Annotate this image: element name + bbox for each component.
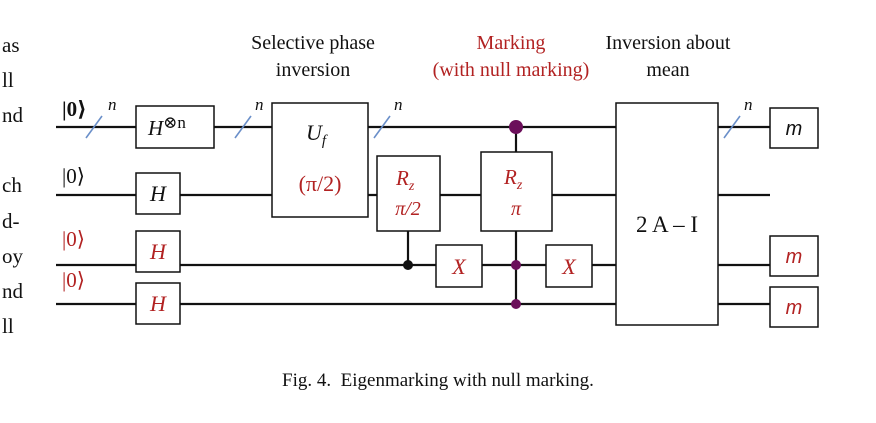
- h-gate-label: H: [149, 181, 167, 206]
- header-marking-line2: (with null marking): [433, 59, 590, 81]
- diffusion-gate: 2 A – I: [615, 102, 719, 326]
- svg-text:Rz: Rz: [395, 166, 415, 194]
- rz1-name: R: [395, 166, 409, 190]
- bus-label: n: [394, 95, 403, 114]
- header-selective-phase-line2: inversion: [276, 59, 350, 81]
- margin-line: oy: [2, 244, 24, 268]
- measure-label: m: [786, 297, 803, 319]
- uf-arg: (π/2): [299, 171, 342, 196]
- h-gate-label: H: [149, 291, 167, 316]
- input-label-bus: |0⟩: [62, 97, 87, 121]
- bus-slash: [373, 115, 391, 139]
- svg-text:Rz: Rz: [503, 165, 523, 193]
- h-tensor-base: H: [147, 116, 165, 140]
- margin-line: ch: [2, 173, 22, 197]
- input-label-wire4: |0⟩: [62, 268, 85, 292]
- input-label-wire3: |0⟩: [62, 227, 85, 251]
- uf-sub: f: [322, 133, 328, 149]
- measure-wire3: m: [769, 235, 819, 277]
- control-dot-wire3: [511, 260, 521, 270]
- margin-text: as ll nd ch d- oy nd ll: [2, 33, 24, 338]
- header-marking-line1: Marking: [477, 32, 546, 54]
- h-tensor-sup: ⊗n: [163, 113, 186, 132]
- x-gate-label: X: [451, 254, 467, 279]
- input-label-wire2: |0⟩: [62, 164, 85, 188]
- header-selective-phase-line1: Selective phase: [251, 32, 375, 54]
- rz2-sub: z: [516, 178, 523, 193]
- rz2-name: R: [503, 165, 517, 189]
- rz1-sub: z: [408, 179, 415, 194]
- bus-label: n: [255, 95, 264, 114]
- diffusion-label: 2 A – I: [636, 212, 698, 237]
- h-tensor-gate: H⊗n: [135, 105, 215, 149]
- bus-label: n: [108, 95, 117, 114]
- rz-half-pi-gate: Rz π/2: [376, 155, 441, 232]
- measure-label: m: [786, 246, 803, 268]
- control-dot-rz1: [403, 260, 413, 270]
- svg-text:H⊗n: H⊗n: [147, 113, 186, 140]
- rz-pi-gate: Rz π: [480, 151, 553, 232]
- control-dots: [403, 120, 523, 309]
- h-gate-wire3: H: [135, 230, 181, 273]
- margin-line: d-: [2, 209, 20, 233]
- measure-bus: m: [769, 107, 819, 149]
- bus-slash: [723, 115, 741, 139]
- margin-line: ll: [2, 68, 14, 92]
- measure-wire4: m: [769, 286, 819, 328]
- margin-line: ll: [2, 314, 14, 338]
- control-dot-bus: [509, 120, 523, 134]
- margin-line: as: [2, 33, 20, 57]
- x-gate-right: X: [545, 244, 593, 288]
- margin-line: nd: [2, 279, 24, 303]
- x-gate-left: X: [435, 244, 483, 288]
- h-gate-wire2: H: [135, 172, 181, 215]
- header-inversion-line2: mean: [646, 59, 689, 81]
- uf-label: U: [306, 120, 324, 145]
- h-gate-wire4: H: [135, 282, 181, 325]
- bus-slash: [234, 115, 252, 139]
- figure-caption: Fig. 4. Eigenmarking with null marking.: [282, 370, 594, 391]
- uf-gate: Uf (π/2): [271, 102, 369, 218]
- bus-label: n: [744, 95, 753, 114]
- rz2-angle: π: [511, 198, 522, 220]
- x-gate-label: X: [561, 254, 577, 279]
- margin-line: nd: [2, 103, 24, 127]
- measure-label: m: [786, 118, 803, 140]
- bus-slash: [85, 115, 103, 139]
- bus-markers: n n n n: [85, 95, 753, 139]
- h-gate-label: H: [149, 239, 167, 264]
- header-inversion-line1: Inversion about: [606, 32, 731, 54]
- svg-text:Uf: Uf: [306, 120, 328, 149]
- rz1-angle: π/2: [395, 198, 421, 220]
- control-dot-wire4: [511, 299, 521, 309]
